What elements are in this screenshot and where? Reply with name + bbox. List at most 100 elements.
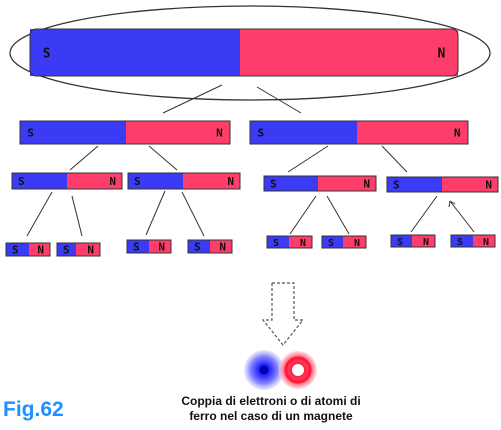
magnet-outline [263, 175, 377, 192]
field-loop [9, 5, 491, 101]
south-pole-label: S [27, 127, 34, 140]
north-pole-label: N [300, 238, 306, 249]
magnet-outline [127, 172, 241, 190]
south-pole-label: S [393, 179, 400, 192]
north-pole-half [210, 240, 232, 253]
north-pole-half [76, 243, 100, 256]
north-pole-label: N [87, 244, 94, 257]
magnet-outline [29, 28, 459, 77]
magnet-outline [450, 234, 496, 248]
north-pole-label: N [423, 237, 429, 248]
south-pole-half [267, 236, 289, 248]
magnet-outline [19, 120, 231, 145]
south-pole-half [264, 176, 318, 191]
south-pole-half [57, 243, 76, 256]
south-pole-half [451, 235, 473, 247]
south-pole-label: S [194, 241, 201, 254]
south-pole-half [12, 173, 67, 189]
south-pole-label: S [273, 238, 279, 249]
south-pole-label: S [12, 244, 19, 257]
north-pole-label: N [158, 241, 165, 254]
magnet-outline [187, 239, 233, 254]
north-pole-label: N [354, 238, 360, 249]
south-pole-label: S [397, 237, 403, 248]
north-pole-half [289, 236, 312, 248]
north-pole-label: N [227, 175, 234, 188]
north-pole-label: N [109, 175, 116, 188]
south-pole-half [6, 243, 29, 256]
caption: Coppia di elettroni o di atomi di ferro … [160, 394, 382, 424]
magnet-outline [5, 242, 51, 257]
caption-line-2: ferro nel caso di un magnete [189, 409, 353, 423]
south-pole-label: S [457, 237, 463, 248]
north-pole-half [240, 29, 458, 76]
magnet-outline [321, 235, 367, 249]
north-pole-half [149, 240, 171, 253]
connector-lines [26, 84, 475, 237]
south-pole-half [127, 240, 149, 253]
south-pole-label: S [43, 46, 51, 61]
south-pole-half [387, 177, 442, 192]
north-pole-label: N [363, 178, 370, 191]
south-pole-half [128, 173, 183, 189]
hollow-down-arrow-icon [261, 282, 305, 346]
north-pole-label: N [483, 237, 489, 248]
south-pole-label: S [133, 241, 140, 254]
south-pole-half [391, 235, 412, 247]
magnet-outline [126, 239, 172, 254]
south-pole-half [30, 29, 240, 76]
magnet-outline [249, 120, 469, 145]
north-pole-half [357, 121, 468, 144]
figure-label: Fig.62 [3, 398, 64, 421]
magnet-outline [390, 234, 436, 248]
north-pole-label: N [454, 127, 461, 140]
north-pole-half [126, 121, 230, 144]
arrowhead-icon [448, 200, 456, 208]
south-pole-half [322, 236, 343, 248]
north-pole-label: N [37, 244, 44, 257]
electron-pair-icon [244, 350, 317, 390]
north-pole-half [412, 235, 435, 247]
caption-line-1: Coppia di elettroni o di atomi di [181, 394, 361, 408]
south-pole-half [20, 121, 126, 144]
south-pole-label: S [18, 175, 25, 188]
south-pole-half [250, 121, 357, 144]
south-pole-label: S [270, 178, 277, 191]
south-pole-label: S [328, 238, 334, 249]
north-pole-half [183, 173, 240, 189]
north-pole-label: N [485, 179, 492, 192]
magnet-outline [386, 176, 499, 193]
magnet-outline [56, 242, 101, 257]
north-pole-label: N [219, 241, 226, 254]
north-pole-half [67, 173, 122, 189]
north-pole-half [442, 177, 498, 192]
north-pole-half [318, 176, 376, 191]
magnet-outline [11, 172, 123, 190]
south-pole-label: S [257, 127, 264, 140]
north-pole-label: N [216, 127, 223, 140]
magnet-outline [266, 235, 313, 249]
north-pole-half [473, 235, 495, 247]
north-pole-half [343, 236, 366, 248]
south-pole-label: S [134, 175, 141, 188]
north-pole-label: N [437, 46, 445, 61]
south-pole-half [188, 240, 210, 253]
north-pole-half [29, 243, 50, 256]
south-pole-label: S [63, 244, 70, 257]
